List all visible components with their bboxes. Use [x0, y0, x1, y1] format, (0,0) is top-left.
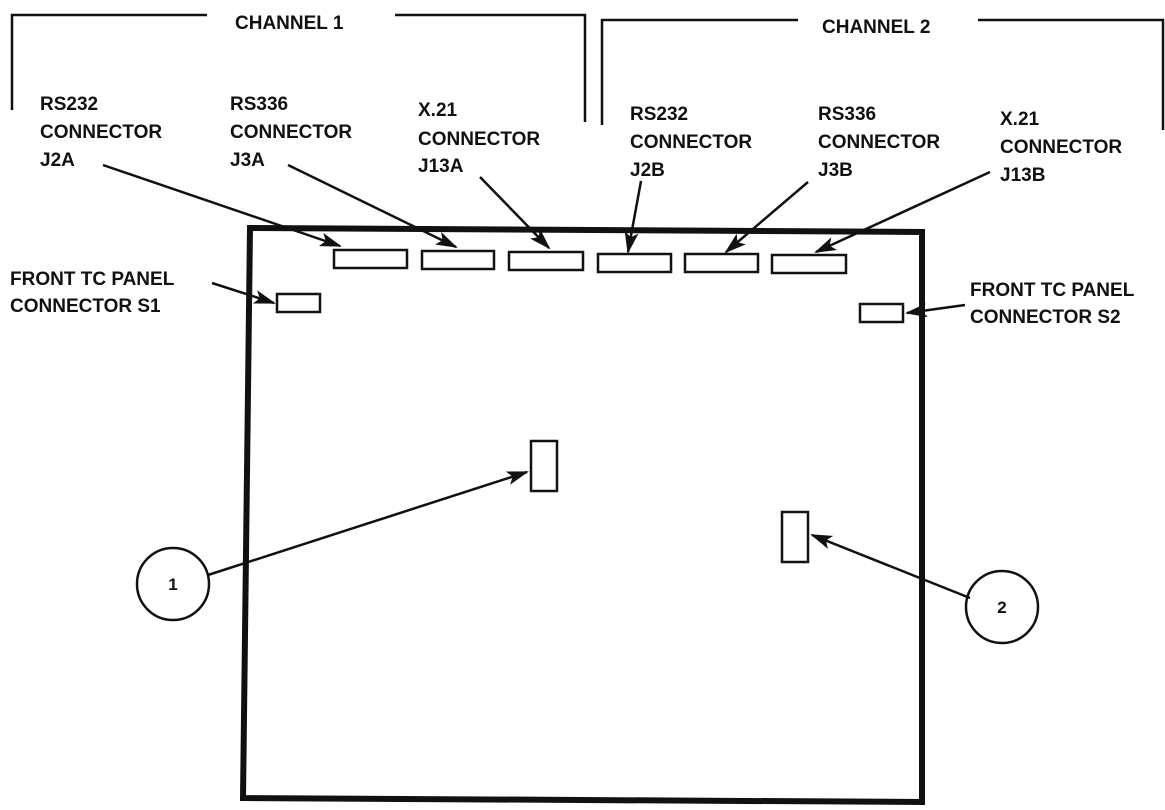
svg-text:CONNECTOR: CONNECTOR — [40, 122, 162, 143]
label-x21-j13a: X.21 CONNECTOR J13A — [418, 100, 540, 177]
connector-s1 — [275, 292, 322, 314]
svg-text:RS336: RS336 — [818, 104, 876, 125]
connector-s2 — [858, 302, 905, 324]
component-2 — [780, 510, 810, 564]
arrow-j13a — [479, 176, 551, 250]
svg-text:CONNECTOR: CONNECTOR — [818, 132, 940, 153]
connector-j3a — [420, 249, 496, 271]
connector-j13a — [507, 250, 585, 272]
component-1 — [529, 439, 559, 493]
arrow-component-2 — [810, 533, 971, 600]
callout-2-number: 2 — [997, 598, 1006, 617]
svg-text:CONNECTOR: CONNECTOR — [630, 132, 752, 153]
svg-text:RS336: RS336 — [230, 94, 288, 115]
arrow-component-1 — [207, 470, 529, 577]
svg-text:FRONT TC PANEL: FRONT TC PANEL — [970, 280, 1135, 301]
label-rs336-j3b: RS336 CONNECTOR J3B — [818, 104, 940, 181]
svg-text:J13A: J13A — [418, 156, 464, 177]
channel-1-bracket: CHANNEL 1 — [10, 13, 587, 122]
arrow-j2b — [624, 180, 643, 254]
connector-j3b — [683, 252, 760, 274]
board-outline — [239, 224, 925, 806]
label-front-panel-s1: FRONT TC PANEL CONNECTOR S1 — [10, 269, 175, 317]
svg-text:X.21: X.21 — [1000, 109, 1040, 130]
channel-2-label: CHANNEL 2 — [822, 17, 930, 38]
svg-text:J3A: J3A — [230, 150, 265, 171]
svg-text:CONNECTOR S1: CONNECTOR S1 — [10, 296, 161, 317]
connector-j2b — [596, 252, 673, 274]
label-rs336-j3a: RS336 CONNECTOR J3A — [230, 94, 352, 171]
connector-j2a — [332, 248, 409, 270]
arrow-j13b — [814, 170, 991, 254]
arrow-s2 — [905, 303, 966, 318]
svg-text:J2A: J2A — [40, 150, 75, 171]
svg-text:J2B: J2B — [630, 160, 665, 181]
arrow-j2a — [102, 163, 342, 248]
arrow-s1 — [211, 281, 276, 305]
label-rs232-j2b: RS232 CONNECTOR J2B — [630, 104, 752, 181]
svg-text:CONNECTOR: CONNECTOR — [418, 129, 540, 150]
arrow-j3b — [724, 181, 809, 254]
label-front-panel-s2: FRONT TC PANEL CONNECTOR S2 — [970, 280, 1135, 328]
channel-1-label: CHANNEL 1 — [235, 13, 344, 34]
svg-text:RS232: RS232 — [40, 94, 98, 115]
leader-arrows — [102, 163, 991, 600]
callout-2: 2 — [964, 569, 1040, 645]
svg-text:CONNECTOR S2: CONNECTOR S2 — [970, 307, 1121, 328]
connector-j13b — [770, 253, 848, 275]
svg-text:J13B: J13B — [1000, 165, 1045, 186]
svg-text:X.21: X.21 — [418, 100, 458, 121]
svg-text:J3B: J3B — [818, 160, 853, 181]
label-x21-j13b: X.21 CONNECTOR J13B — [1000, 109, 1122, 186]
label-rs232-j2a: RS232 CONNECTOR J2A — [40, 94, 162, 171]
channel-2-bracket: CHANNEL 2 — [600, 17, 1165, 130]
svg-text:CONNECTOR: CONNECTOR — [1000, 137, 1122, 158]
callout-1: 1 — [135, 546, 211, 622]
svg-text:CONNECTOR: CONNECTOR — [230, 122, 352, 143]
arrow-j3a — [287, 163, 458, 249]
svg-text:FRONT TC PANEL: FRONT TC PANEL — [10, 269, 175, 290]
svg-text:RS232: RS232 — [630, 104, 688, 125]
callout-1-number: 1 — [168, 575, 177, 594]
